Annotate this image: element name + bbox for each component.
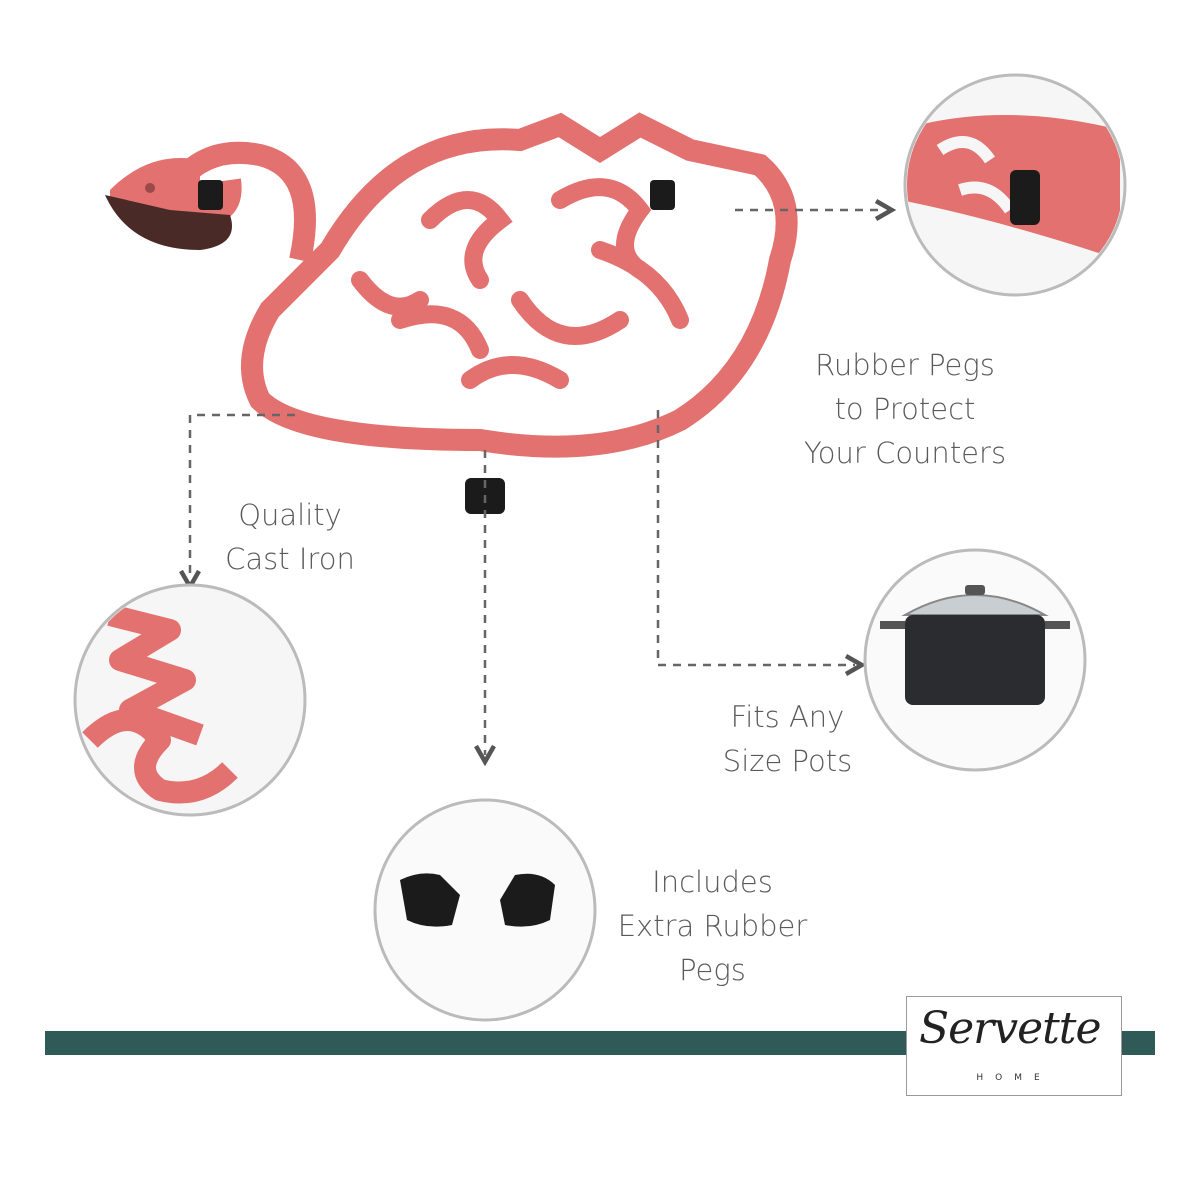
label-line: Your Counters	[803, 436, 1007, 470]
logo-sub: HOME	[976, 1073, 1052, 1083]
label-line: Rubber Pegs	[815, 348, 995, 382]
detail-circle-cast-iron	[73, 583, 307, 817]
flamingo-trivet	[105, 112, 798, 514]
detail-circle-extra-pegs	[373, 798, 597, 1022]
detail-circle-pot	[863, 548, 1087, 772]
label-cast-iron: Quality Cast Iron	[180, 493, 400, 581]
connector-lines	[190, 210, 885, 755]
label-fits-pots: Fits Any Size Pots	[680, 695, 895, 783]
label-line: Quality	[238, 498, 342, 532]
label-line: Fits Any	[730, 700, 845, 734]
logo-brand: Servette	[919, 1003, 1102, 1054]
label-line: to Protect	[834, 392, 976, 426]
label-line: Cast Iron	[225, 542, 355, 576]
label-extra-pegs: Includes Extra Rubber Pegs	[590, 860, 835, 992]
label-line: Size Pots	[722, 744, 853, 778]
label-line: Includes	[652, 865, 773, 899]
label-line: Extra Rubber	[617, 909, 808, 943]
label-rubber-pegs: Rubber Pegs to Protect Your Counters	[760, 343, 1050, 475]
brand-logo: Servette HOME	[906, 996, 1122, 1096]
label-line: Pegs	[679, 953, 746, 987]
detail-circle-rubber-peg	[903, 73, 1127, 297]
